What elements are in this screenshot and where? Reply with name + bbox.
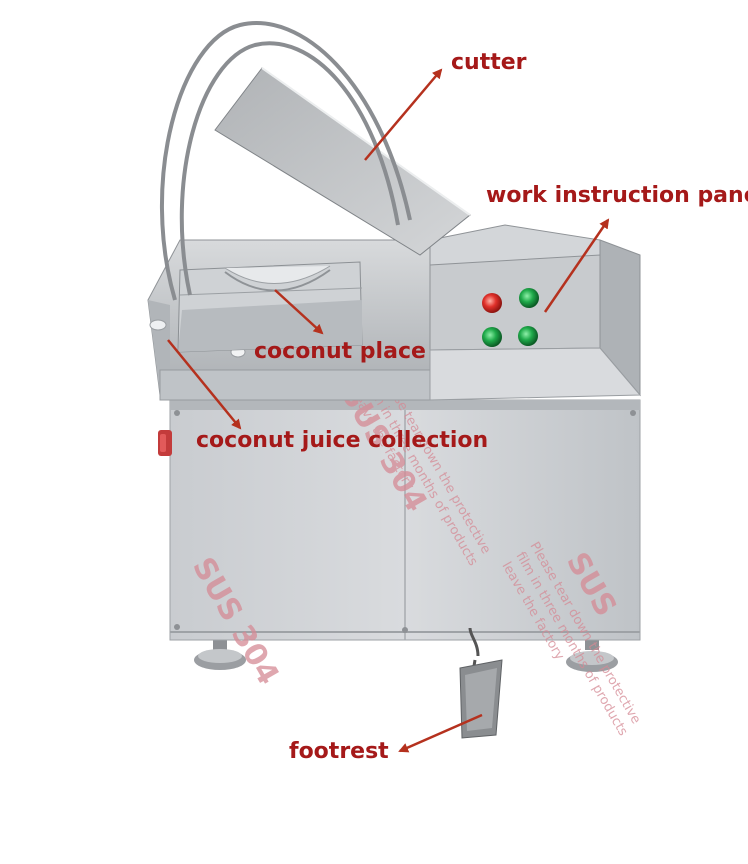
arrow-place <box>274 289 324 335</box>
red-indicator-light <box>482 293 502 313</box>
wire-handles <box>159 21 412 301</box>
footrest-pedal <box>459 627 503 739</box>
side-stop-button <box>158 430 172 456</box>
label-cutter: cutter <box>451 50 527 75</box>
label-footrest: footrest <box>289 739 389 764</box>
callout-arrows <box>167 68 610 753</box>
arrow-panel <box>543 218 610 313</box>
machine-cabinet <box>169 399 641 641</box>
cutter-lid <box>214 67 471 256</box>
green-button-bottom-right <box>518 326 538 346</box>
arrow-cutter <box>364 68 443 161</box>
control-housing <box>429 224 642 401</box>
green-button-top <box>519 288 539 308</box>
label-coconut-place: coconut place <box>254 339 426 364</box>
label-work-instruction-panel: work instruction panel <box>486 183 748 208</box>
label-coconut-juice-collection: coconut juice collection <box>196 428 489 453</box>
arrow-foot <box>398 713 483 753</box>
arrow-juice <box>167 339 242 430</box>
green-button-bottom-left <box>482 327 502 347</box>
